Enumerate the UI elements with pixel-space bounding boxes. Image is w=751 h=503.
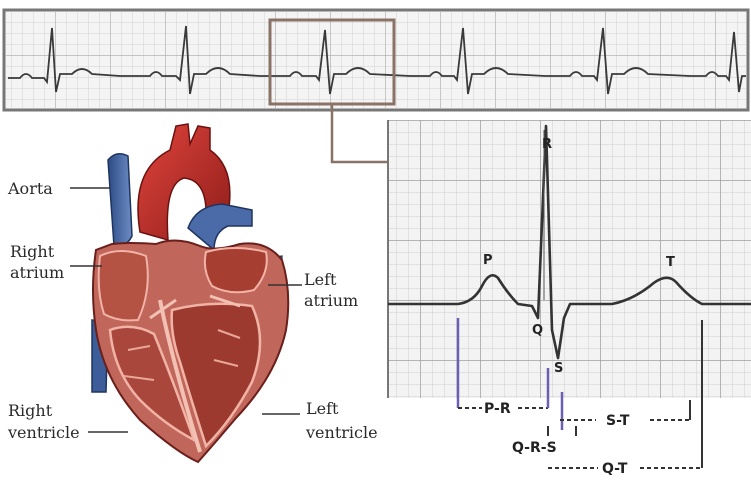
- label-left-ventricle-1: Left: [306, 399, 339, 418]
- label-right-atrium-1: Right: [10, 242, 55, 261]
- label-right-ventricle-2: ventricle: [7, 423, 80, 442]
- label-left-ventricle-2: ventricle: [305, 423, 378, 442]
- label-aorta: Aorta: [7, 179, 53, 198]
- label-right-atrium-2: atrium: [10, 263, 64, 282]
- wave-label-p: P: [483, 253, 493, 268]
- interval-pr: P-R: [484, 401, 511, 417]
- heart-illustration: [92, 124, 288, 462]
- right-atrium: [99, 251, 148, 320]
- wave-label-t: T: [666, 255, 675, 270]
- wave-label-s: S: [554, 361, 563, 376]
- interval-st: S-T: [606, 413, 630, 429]
- interval-qrs: Q-R-S: [512, 440, 557, 456]
- label-left-atrium-1: Left: [304, 270, 337, 289]
- zoom-connector: [332, 104, 388, 162]
- label-left-atrium-2: atrium: [304, 291, 358, 310]
- interval-qt: Q-T: [602, 461, 628, 477]
- rhythm-strip: [4, 10, 748, 110]
- label-right-ventricle-1: Right: [8, 401, 53, 420]
- wave-label-r: R: [542, 137, 552, 152]
- enlarged-ecg: R P T Q S P-R S-T Q-R-S Q-T: [388, 120, 751, 477]
- left-atrium: [205, 248, 267, 292]
- vena-cava: [108, 154, 132, 247]
- wave-label-q: Q: [532, 323, 543, 338]
